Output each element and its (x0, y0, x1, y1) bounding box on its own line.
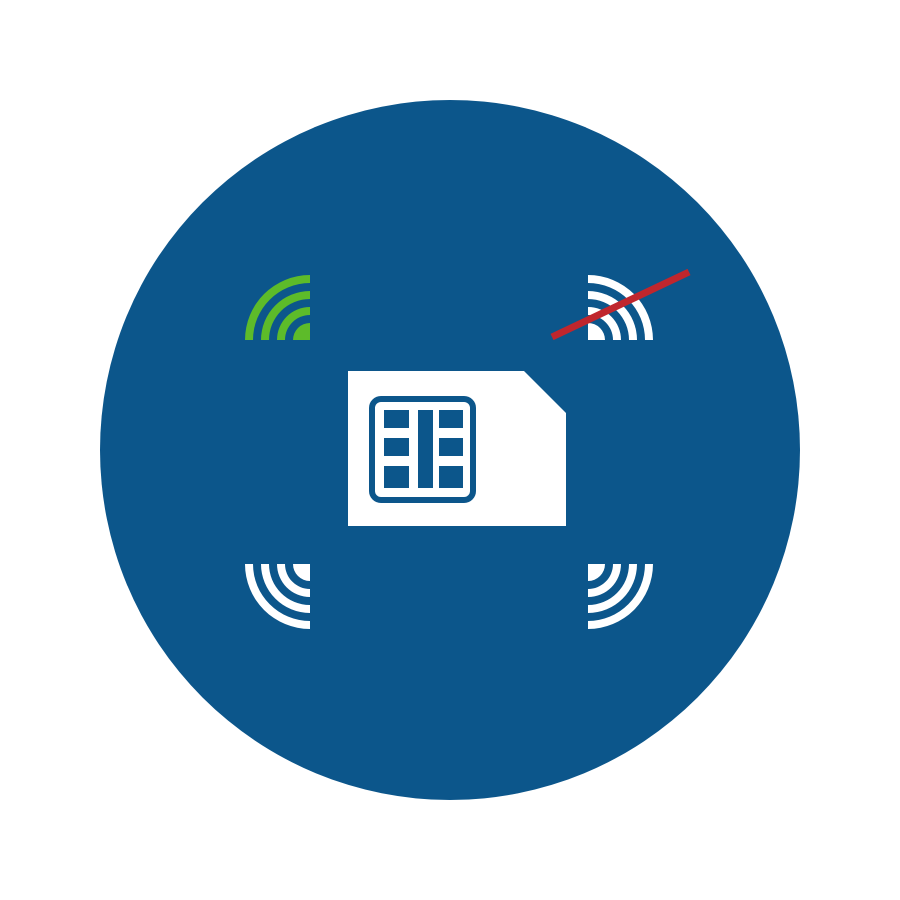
signal-dot (588, 564, 605, 581)
signal-arc (277, 564, 310, 597)
signal-arc (588, 564, 621, 597)
signal-arc (261, 564, 310, 613)
signal-arc (588, 564, 637, 613)
sim-card-icon (348, 371, 566, 526)
blocked-slash-icon (550, 268, 691, 341)
sim-chip-icon (369, 396, 476, 503)
signal-icon (245, 564, 310, 629)
signal-dot (293, 323, 310, 340)
signal-arc (588, 564, 653, 629)
signal-dot (293, 564, 310, 581)
signal-icon (588, 564, 653, 629)
signal-strong-icon (245, 275, 310, 340)
signal-arc (588, 275, 653, 340)
signal-arc (261, 291, 310, 340)
signal-arc (588, 291, 637, 340)
signal-arc (245, 275, 310, 340)
signal-dot (588, 323, 605, 340)
signal-arc (245, 564, 310, 629)
signal-arc (277, 307, 310, 340)
